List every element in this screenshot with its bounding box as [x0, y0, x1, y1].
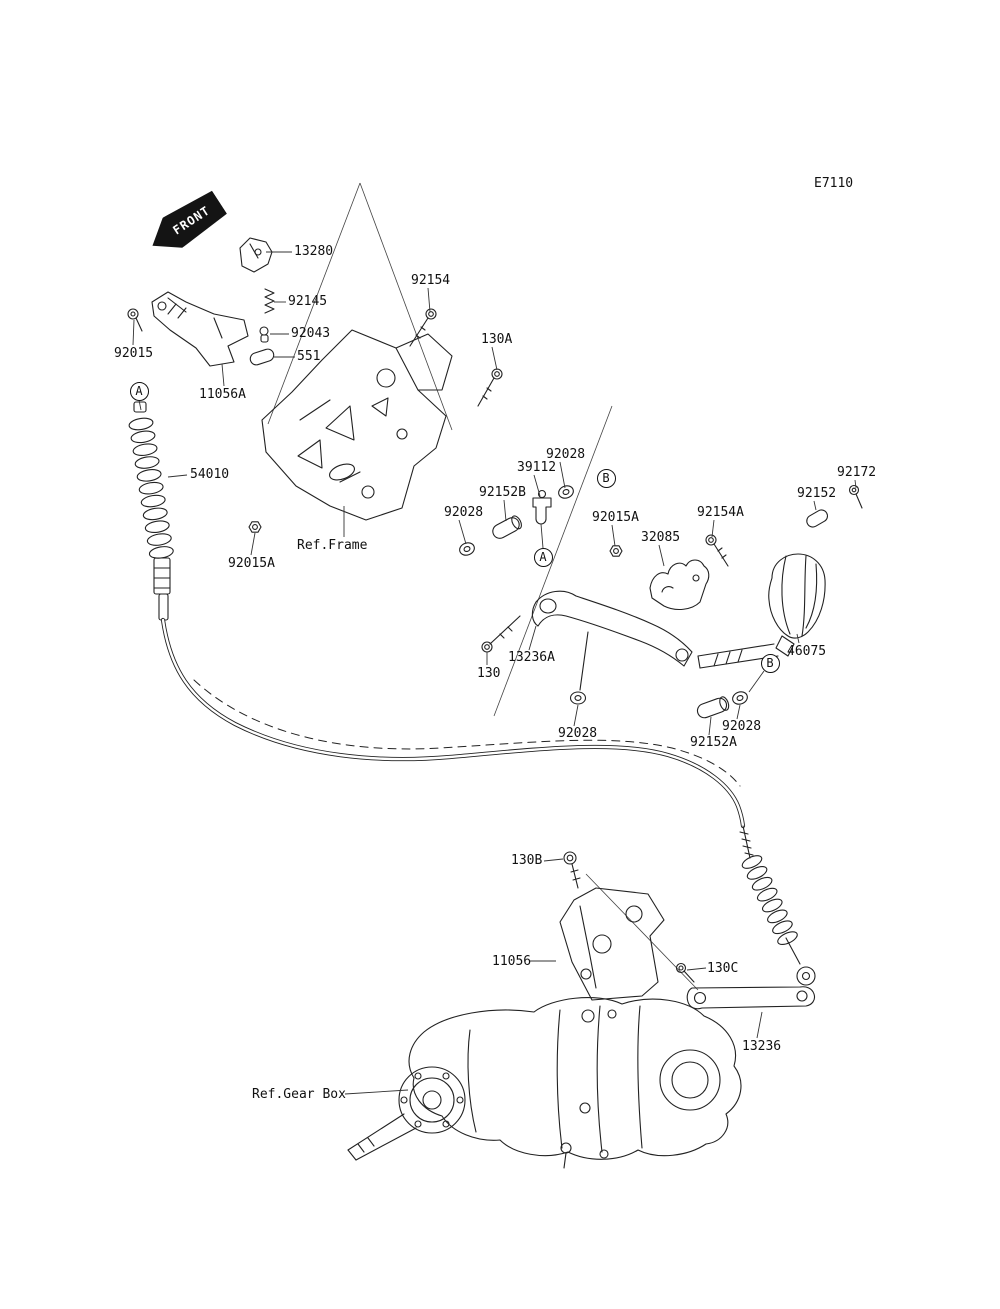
cable-outer-shape [160, 617, 746, 829]
part-92015a-right-shape [609, 545, 623, 557]
part-11056a-shape [151, 291, 249, 367]
cable-inner-shape [161, 618, 745, 828]
part-11056-shape [559, 887, 665, 1001]
construction-lines [267, 182, 699, 991]
part-92154a-shape [705, 534, 729, 567]
part-130b-shape [563, 851, 581, 889]
part-32085-shape [649, 559, 710, 611]
part-39112-shape [532, 489, 552, 525]
leader-lines [132, 251, 857, 1095]
part-54010-shape [128, 401, 174, 621]
part-551-shape [249, 348, 275, 366]
part-92152-shape [806, 509, 829, 528]
part-shapes [127, 237, 863, 1169]
drawing-code: E7110 [814, 176, 854, 191]
part-13280-shape [239, 237, 273, 273]
part-92152a-shape [696, 696, 730, 719]
part-130-shape [481, 615, 521, 653]
ref-gear-box-shape [347, 997, 742, 1169]
part-92015-shape [127, 308, 143, 332]
part-130c-shape [675, 962, 695, 983]
part-92028-washers-shape [459, 485, 748, 705]
part-92154-shape [409, 308, 437, 347]
part-46075-shape [697, 553, 826, 669]
part-92043-shape [259, 326, 269, 343]
cable-dashed-shape [193, 679, 741, 787]
part-13236-shape [686, 986, 816, 1010]
part-92152b-shape [492, 515, 522, 539]
lower-cable-shape [739, 825, 816, 986]
part-92145-shape [264, 288, 275, 314]
part-13236a-shape [531, 590, 693, 691]
ref-frame-shape [261, 329, 453, 521]
part-130a-shape [477, 368, 503, 407]
part-92172-shape [848, 484, 863, 509]
part-92015a-left-shape [248, 521, 262, 533]
